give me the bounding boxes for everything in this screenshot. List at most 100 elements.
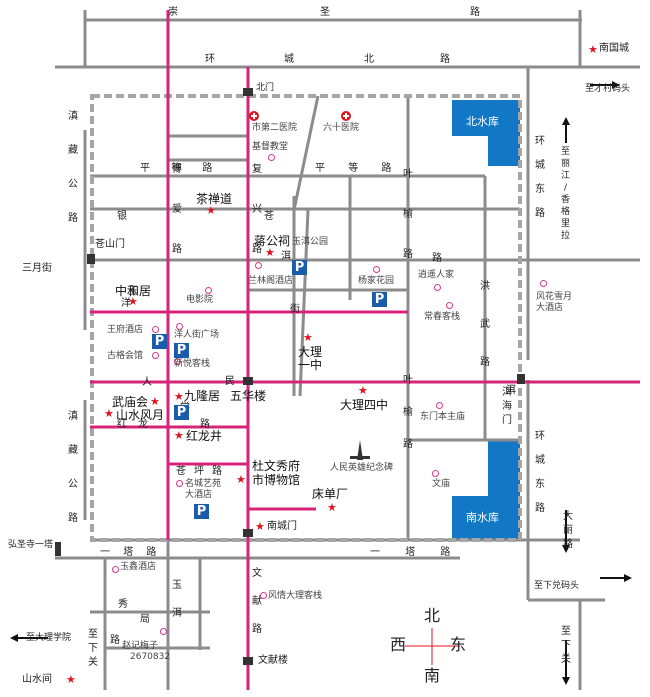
road-char: 里	[561, 219, 571, 229]
parking-icon: P	[292, 260, 307, 275]
road-char: 兴	[252, 204, 262, 215]
star-icon: ★	[206, 204, 216, 217]
road-label-huancheng-dong: 环 城 东 路	[535, 130, 545, 226]
road-char: 榆	[403, 407, 413, 418]
road-char: 丽	[563, 525, 573, 536]
star-icon: ★	[265, 246, 275, 259]
poi-yangren-plaza: 洋人街广场	[174, 330, 220, 340]
poi-yangjia-garden: 杨家花园	[358, 276, 395, 286]
road-label-huancheng-dong-2: 环 城 东 路	[535, 425, 545, 521]
label-zhi-caicun: 至才村码头	[585, 84, 631, 94]
road-char: 路	[535, 503, 545, 514]
road-char: 路	[146, 547, 157, 558]
road-char: 路	[403, 249, 413, 260]
road-label-dali-road: 大 丽 路	[563, 510, 573, 552]
poi-chachandao: 茶禅道	[196, 192, 233, 206]
road-char: 洱	[506, 385, 516, 396]
road-label-wenxian: 文 献 路	[252, 560, 262, 644]
road-label-yincang: 苍	[264, 211, 274, 222]
poi-honglongjing: 红龙井	[186, 429, 223, 443]
road-label-xiu: 路	[110, 635, 120, 646]
road-char: 洪	[480, 281, 490, 292]
road-char: 平	[140, 163, 150, 174]
road-char: 路	[252, 244, 262, 255]
label-south-reservoir: 南水库	[466, 511, 499, 524]
star-icon: ★	[236, 473, 246, 486]
road-label-renmin: 人	[142, 377, 152, 388]
road-label-huancheng-bei: 北	[364, 54, 374, 65]
poi-mingcheng-hotel: 大酒店	[185, 490, 213, 500]
star-icon: ★	[327, 501, 337, 514]
poi-cinema: 电影院	[186, 295, 214, 305]
hospital-icons	[249, 111, 351, 121]
road-label-huancheng-bei: 环	[205, 54, 215, 65]
road-char: 环	[535, 136, 545, 147]
star-icon: ★	[174, 390, 184, 403]
poi-ring-icon	[152, 326, 159, 333]
road-char: 一	[100, 547, 110, 558]
poi-zhao-plum: 赵记梅子	[122, 641, 159, 651]
road-label-pingdeng-e: 平 等 路	[315, 164, 391, 174]
road-char: 下	[561, 640, 571, 651]
road-char: 至	[88, 629, 98, 640]
road-char: 博	[172, 164, 182, 175]
road-label-pingdeng-w: 平 等 路	[140, 164, 212, 174]
star-icon: ★	[150, 395, 160, 408]
road-char: 平	[315, 163, 325, 174]
road-char: 玉	[172, 580, 182, 591]
poi-jiulongju: 九隆居	[184, 389, 221, 403]
poi-shanshui-fengyue: 山水风月	[116, 408, 165, 422]
road-label-yu: 玉 洱	[172, 572, 182, 628]
road-char: 东	[535, 479, 545, 490]
compass-cross	[405, 628, 460, 665]
label-beimen: 北门	[256, 83, 275, 93]
poi-ring-icon	[152, 352, 159, 359]
poi-phone-number: 2670832	[130, 652, 171, 662]
road-label-yincang: 银	[117, 211, 127, 222]
poi-guge-hall: 古格会馆	[107, 351, 144, 361]
poi-hospital-2: 市第二医院	[252, 123, 298, 133]
road-label-zhi-lijiang: 至 丽 江 / 香 格 里 拉	[561, 146, 570, 242]
road-label-honglong: 龙	[138, 419, 148, 430]
road-char: 路	[381, 163, 392, 174]
compass-south: 南	[424, 666, 441, 685]
poi-xiaoyao: 逍遥人家	[418, 270, 455, 280]
label-zhi-dali-university: 至大理学院	[26, 633, 72, 643]
compass-east: 东	[450, 635, 467, 654]
road-char: 路	[480, 357, 490, 368]
poi-fengqing-inn: 风情大理客栈	[268, 591, 323, 601]
road-char: 路	[563, 539, 573, 550]
road-char: 江	[561, 171, 571, 181]
south-reservoir-area	[488, 441, 520, 539]
poi-ring-icon	[160, 628, 167, 635]
road-char: 公	[68, 179, 78, 190]
star-icon: ★	[104, 407, 114, 420]
road-char: 公	[68, 479, 78, 490]
road-label-sanyue: 三月街	[22, 263, 52, 274]
road-label-huancheng-bei: 路	[440, 54, 450, 65]
road-char: 拉	[561, 231, 571, 241]
star-icon: ★	[303, 331, 313, 344]
road-char: 环	[535, 431, 545, 442]
road-char: 至	[561, 626, 571, 637]
poi-ring-icon	[373, 266, 380, 273]
road-label-yita-w: 一 塔 路	[100, 548, 156, 558]
road-char: 一	[370, 547, 380, 558]
road-label-dianzang-lower: 滇 藏 公 路	[68, 400, 78, 536]
poi-ring-icon	[446, 302, 453, 309]
compass-west: 西	[390, 635, 407, 654]
road-char: 爱	[172, 204, 182, 215]
label-north-reservoir: 北水库	[466, 115, 499, 128]
star-icon: ★	[66, 673, 76, 686]
road-label-renmin: 民	[225, 376, 235, 387]
road-char: 下	[88, 643, 98, 654]
road-char: 榆	[403, 209, 413, 220]
poi-ring-icon	[540, 280, 547, 287]
road-char: 香	[561, 195, 571, 205]
poi-monument: 人民英雄纪念碑	[330, 463, 394, 473]
star-icon: ★	[255, 520, 265, 533]
road-label-cangshan-gate: 苍山门	[95, 239, 125, 250]
road-char: 叶	[403, 169, 413, 180]
poi-ring-icon	[268, 154, 275, 161]
